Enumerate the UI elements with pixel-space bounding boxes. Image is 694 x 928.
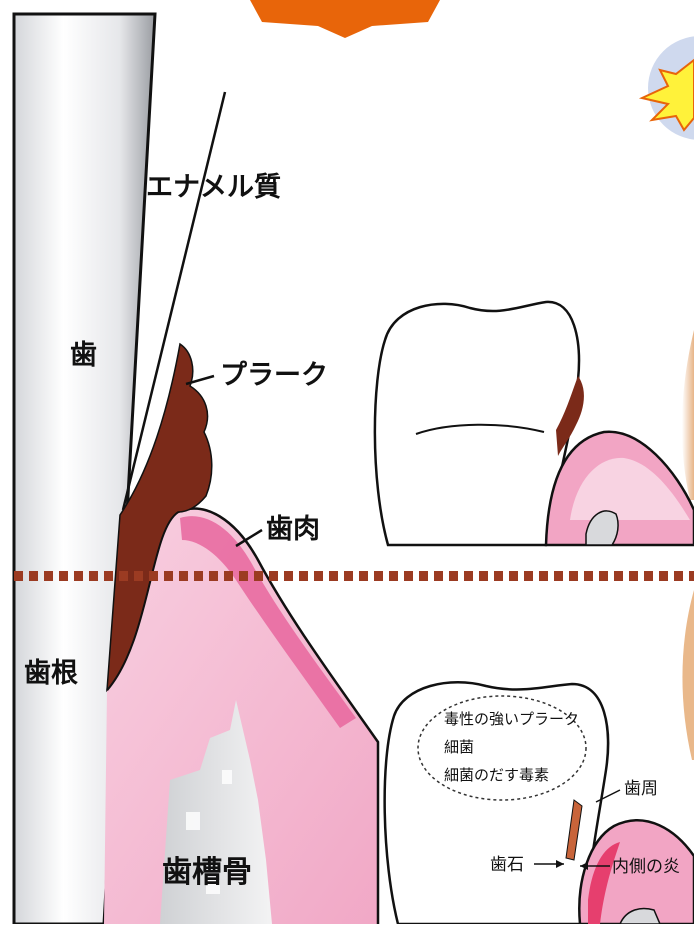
- inset-top: [373, 300, 694, 547]
- gum-leader-line: [235, 528, 263, 548]
- gum-inner-dark: [180, 516, 356, 728]
- bone-texture: [206, 880, 220, 894]
- right-side-decoration: [681, 330, 694, 500]
- inset-top-crown-line: [415, 423, 545, 435]
- alveolar-bone-label: 歯槽骨: [162, 855, 252, 890]
- inflammation-label: 内側の炎: [612, 857, 680, 877]
- plaque-leader-line: [185, 374, 215, 386]
- right-side-decoration-lower: [682, 590, 694, 760]
- bone-texture: [186, 812, 200, 830]
- alveolar-bone: [160, 700, 272, 924]
- bubble-line-2: 細菌: [444, 738, 474, 756]
- periodontal-leader-line: [595, 789, 621, 803]
- enamel-label: エナメル質: [146, 172, 281, 203]
- plaque-deposit: [106, 342, 213, 693]
- calculus-label: 歯石: [490, 855, 524, 875]
- periodontal-label: 歯周: [624, 779, 658, 799]
- root-label: 歯根: [24, 658, 78, 689]
- enamel-line: [121, 91, 227, 511]
- inflammation-arrow-icon: [580, 862, 588, 870]
- toxin-bubble: [417, 695, 587, 801]
- bubble-line-3: 細菌のだす毒素: [444, 766, 549, 784]
- gum-label: 歯肉: [266, 514, 320, 545]
- bubble-line-1: 毒性の強いプラーク: [444, 710, 579, 728]
- calculus-arrow-icon: [556, 860, 564, 868]
- starburst-icon: [638, 58, 694, 132]
- plaque-label: プラーク: [220, 360, 328, 391]
- inset-top-bone: [585, 510, 619, 546]
- inset-top-gum-highlight: [570, 457, 690, 520]
- inset-bottom-gum-inflamed: [588, 842, 620, 924]
- inset-bottom-gum: [578, 819, 694, 926]
- orange-decoration: [250, 0, 440, 38]
- inset-top-plaque: [556, 376, 584, 456]
- tooth-label: 歯: [70, 340, 97, 371]
- inset-bottom-bone: [618, 907, 662, 925]
- bone-texture: [222, 770, 232, 784]
- inset-bottom-calculus: [565, 799, 583, 861]
